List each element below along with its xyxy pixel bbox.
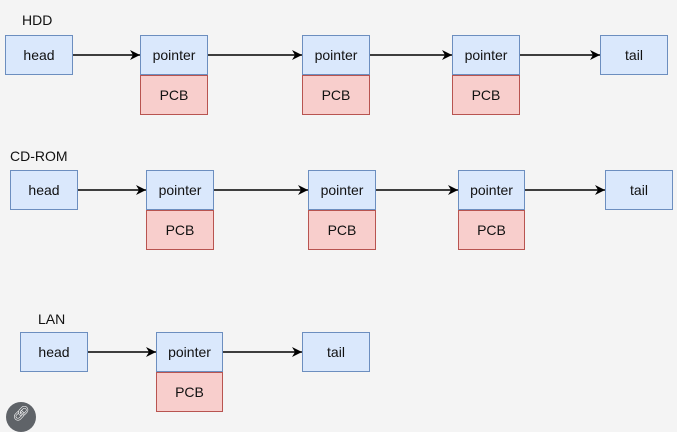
- cdrom-node2-pcb: PCB: [308, 210, 376, 250]
- hdd-node3-pointer: pointer: [452, 35, 520, 75]
- lan-head-box: head: [20, 332, 88, 372]
- hdd-head-box: head: [5, 35, 73, 75]
- hdd-node1-pcb: PCB: [140, 75, 208, 115]
- link-icon[interactable]: 🔗︎: [6, 402, 36, 432]
- cdrom-node2-pointer: pointer: [308, 170, 376, 210]
- hdd-tail-box: tail: [600, 35, 668, 75]
- hdd-node2-pointer: pointer: [302, 35, 370, 75]
- arrow-layer: [73, 50, 605, 357]
- cdrom-head-box: head: [10, 170, 78, 210]
- cdrom-node1-pcb: PCB: [146, 210, 214, 250]
- cdrom-tail-box: tail: [605, 170, 673, 210]
- hdd-queue-label: HDD: [22, 12, 53, 28]
- cdrom-node3-pointer: pointer: [458, 170, 525, 210]
- cdrom-node3-pcb: PCB: [458, 210, 525, 250]
- lan-queue-label: LAN: [38, 311, 66, 327]
- hdd-node2-pcb: PCB: [302, 75, 370, 115]
- hdd-node1-pointer: pointer: [140, 35, 208, 75]
- lan-node1-pcb: PCB: [156, 372, 223, 412]
- lan-node1-pointer: pointer: [156, 332, 223, 372]
- hdd-node3-pcb: PCB: [452, 75, 520, 115]
- diagram-canvas: HDD head pointer PCB pointer PCB pointer…: [5, 12, 673, 432]
- cdrom-node1-pointer: pointer: [146, 170, 214, 210]
- cdrom-queue-label: CD-ROM: [10, 148, 68, 164]
- lan-tail-box: tail: [302, 332, 370, 372]
